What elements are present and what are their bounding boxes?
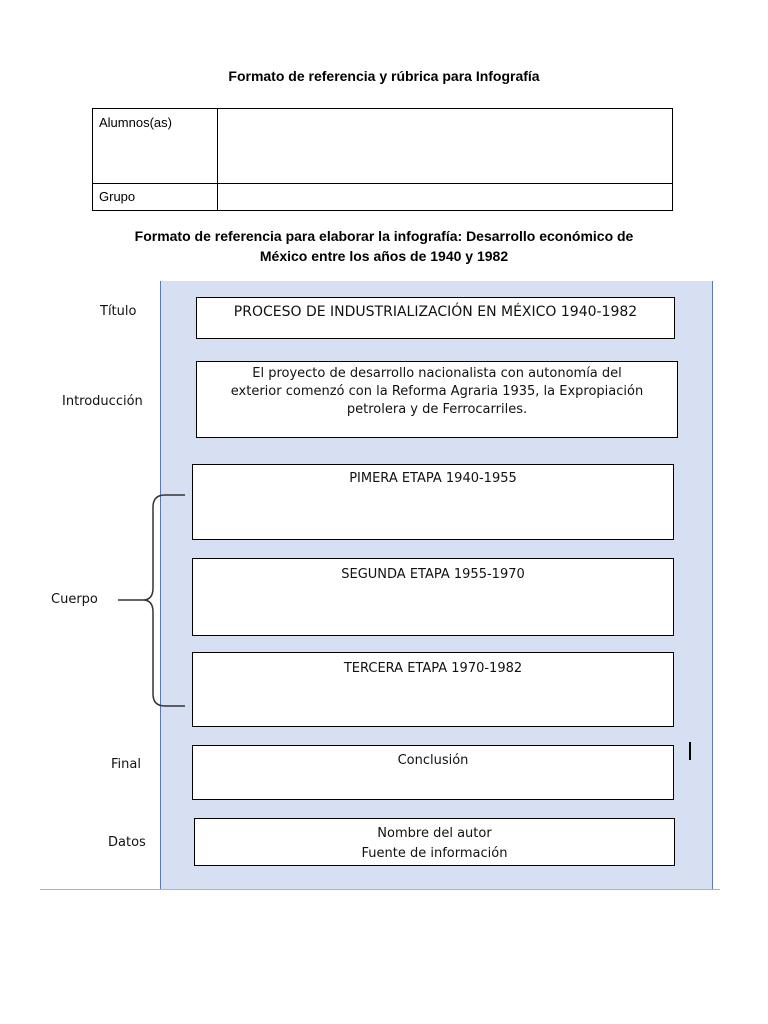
stage-box-1: PIMERA ETAPA 1940-1955 xyxy=(192,464,674,540)
curly-brace-icon xyxy=(118,494,185,707)
label-body: Cuerpo xyxy=(51,592,98,607)
stage-1-label: PIMERA ETAPA 1940-1955 xyxy=(349,471,517,486)
introduction-box: El proyecto de desarrollo nacionalista c… xyxy=(196,361,678,438)
table-row: Grupo xyxy=(92,183,673,211)
group-value-cell[interactable] xyxy=(217,183,673,211)
divider-line xyxy=(40,889,720,890)
conclusion-box: Conclusión xyxy=(192,745,674,800)
conclusion-label: Conclusión xyxy=(397,753,469,768)
label-title: Título xyxy=(100,304,137,319)
group-label: Grupo xyxy=(92,183,218,211)
intro-line-1: El proyecto de desarrollo nacionalista c… xyxy=(252,366,622,381)
document-subtitle: Formato de referencia para elaborar la i… xyxy=(80,226,688,266)
data-box: Nombre del autor Fuente de información xyxy=(194,818,675,866)
stage-box-2: SEGUNDA ETAPA 1955-1970 xyxy=(192,558,674,636)
student-info-table: Alumnos(as) Grupo xyxy=(92,108,673,211)
table-row: Alumnos(as) xyxy=(92,108,673,184)
title-box-text: PROCESO DE INDUSTRIALIZACIÓN EN MÉXICO 1… xyxy=(233,304,638,320)
intro-line-3: petrolera y de Ferrocarriles. xyxy=(346,402,528,417)
label-data: Datos xyxy=(108,835,146,850)
stage-2-label: SEGUNDA ETAPA 1955-1970 xyxy=(341,567,525,582)
intro-line-2: exterior comenzó con la Reforma Agraria … xyxy=(230,384,644,399)
stage-box-3: TERCERA ETAPA 1970-1982 xyxy=(192,652,674,727)
author-name-label: Nombre del autor xyxy=(377,826,492,841)
stage-3-label: TERCERA ETAPA 1970-1982 xyxy=(343,661,523,676)
text-cursor xyxy=(689,742,691,760)
students-label: Alumnos(as) xyxy=(92,108,218,184)
label-introduction: Introducción xyxy=(62,394,143,409)
document-title: Formato de referencia y rúbrica para Inf… xyxy=(228,68,540,84)
subtitle-line-1: Formato de referencia para elaborar la i… xyxy=(134,228,634,244)
subtitle-line-2: México entre los años de 1940 y 1982 xyxy=(259,248,509,264)
label-final: Final xyxy=(111,757,141,772)
title-box: PROCESO DE INDUSTRIALIZACIÓN EN MÉXICO 1… xyxy=(196,297,675,339)
information-source-label: Fuente de información xyxy=(361,846,508,861)
students-value-cell[interactable] xyxy=(217,108,673,184)
